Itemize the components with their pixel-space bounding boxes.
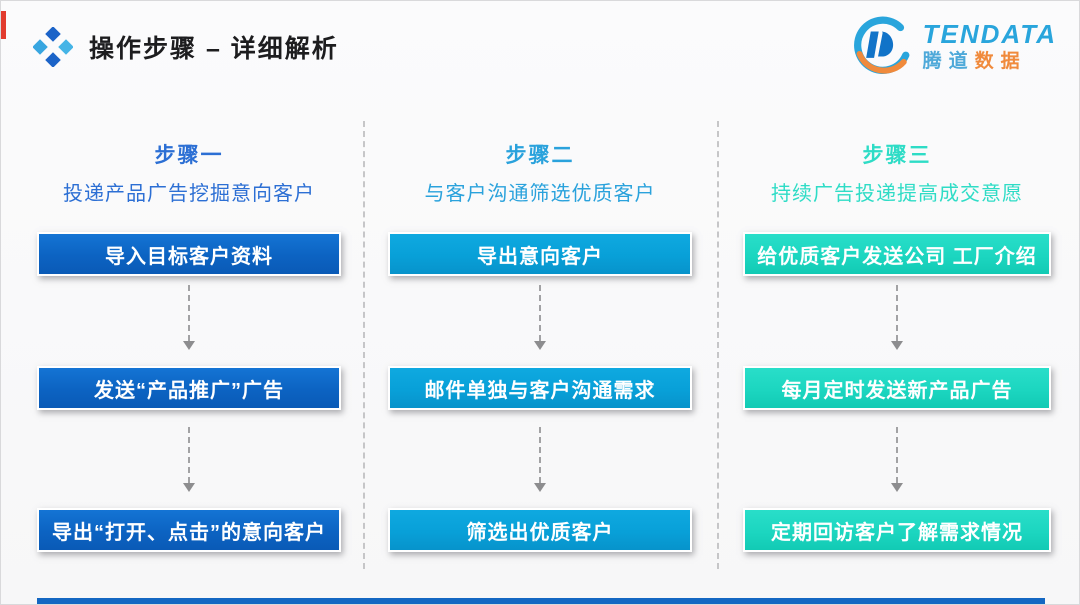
tendata-logo-icon <box>853 16 910 74</box>
step-2-title: 步骤二 <box>505 144 575 167</box>
step-1-subtitle: 投递产品广告挖掘意向客户 <box>63 183 315 205</box>
step-3-box-2: 每月定时发送新产品广告 <box>743 366 1051 410</box>
tendata-logo-text: TENDATA 腾道数据 <box>923 21 1057 71</box>
step-column-3: 步骤三 持续广告投递提高成交意愿 给优质客户发送公司 工厂介绍 每月定时发送新产… <box>743 139 1051 569</box>
step-3-title: 步骤三 <box>862 144 932 167</box>
tendata-logo: TENDATA 腾道数据 <box>849 13 1057 79</box>
down-arrow-icon <box>891 285 903 350</box>
logo-cn-blue: 腾道 <box>922 51 975 72</box>
bottom-accent-bar <box>37 598 1045 604</box>
logo-brand-en: TENDATA <box>922 19 1057 49</box>
step-3-subtitle: 持续广告投递提高成交意愿 <box>771 183 1023 205</box>
step-2-box-1: 导出意向客户 <box>388 232 692 276</box>
step-column-1: 步骤一 投递产品广告挖掘意向客户 导入目标客户资料 发送“产品推广”广告 导出“… <box>37 139 341 569</box>
down-arrow-icon <box>183 427 195 492</box>
page-title: 操作步骤 – 详细解析 <box>89 35 339 63</box>
red-accent-bar <box>1 11 6 39</box>
logo-cn-orange: 数据 <box>974 51 1027 72</box>
step-3-box-1: 给优质客户发送公司 工厂介绍 <box>743 232 1051 276</box>
step-2-box-3: 筛选出优质客户 <box>388 508 692 552</box>
column-divider-2 <box>717 121 719 569</box>
step-1-box-3: 导出“打开、点击”的意向客户 <box>37 508 341 552</box>
step-2-subtitle: 与客户沟通筛选优质客户 <box>424 183 656 205</box>
column-divider-1 <box>363 121 365 569</box>
down-arrow-icon <box>891 427 903 492</box>
step-1-box-2: 发送“产品推广”广告 <box>37 366 341 410</box>
step-3-box-3: 定期回访客户了解需求情况 <box>743 508 1051 552</box>
four-diamonds-icon <box>33 27 73 67</box>
down-arrow-icon <box>534 427 546 492</box>
down-arrow-icon <box>183 285 195 350</box>
step-column-2: 步骤二 与客户沟通筛选优质客户 导出意向客户 邮件单独与客户沟通需求 筛选出优质… <box>388 139 692 569</box>
down-arrow-icon <box>534 285 546 350</box>
logo-brand-cn: 腾道数据 <box>923 52 1057 71</box>
step-1-box-1: 导入目标客户资料 <box>37 232 341 276</box>
step-2-box-2: 邮件单独与客户沟通需求 <box>388 366 692 410</box>
step-1-title: 步骤一 <box>154 144 224 167</box>
slide-header: 操作步骤 – 详细解析 <box>33 27 339 67</box>
